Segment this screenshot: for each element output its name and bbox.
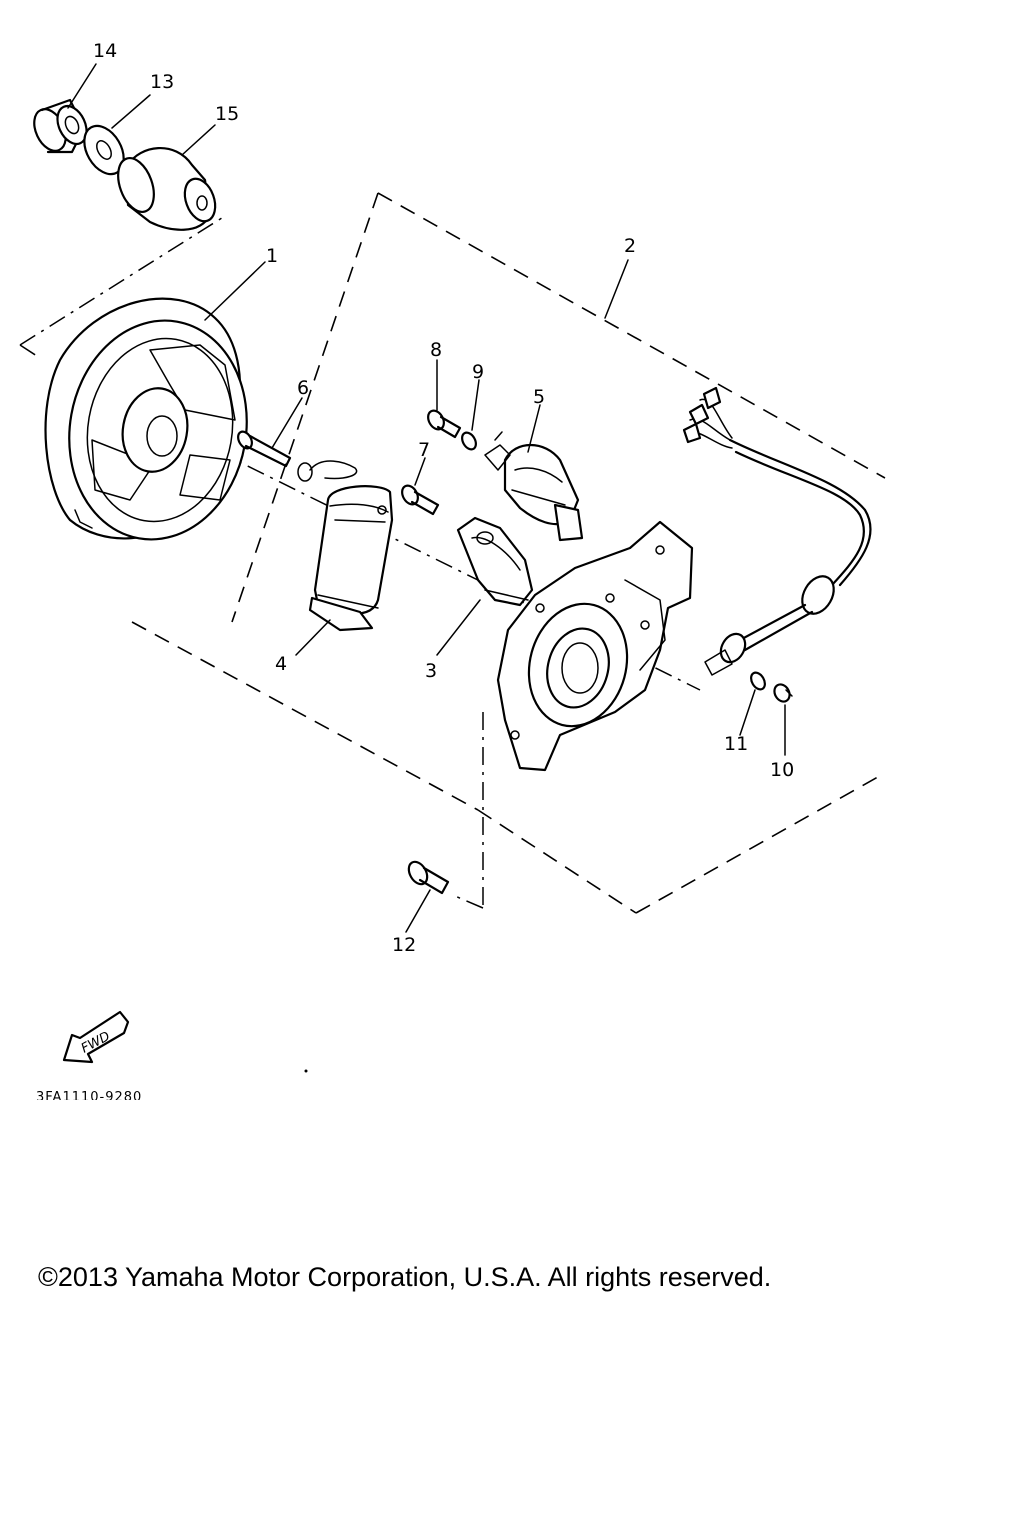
callout-8: 8 xyxy=(430,339,442,361)
washer-11-part[interactable] xyxy=(748,670,767,692)
nut-part[interactable] xyxy=(28,98,92,156)
callout-15: 15 xyxy=(215,103,239,125)
screw-8-part[interactable] xyxy=(425,408,462,439)
callout-1: 1 xyxy=(266,245,278,267)
copyright-notice: ©2013 Yamaha Motor Corporation, U.S.A. A… xyxy=(38,1262,772,1292)
callout-2: 2 xyxy=(624,235,636,257)
rotor-part[interactable] xyxy=(44,297,264,554)
screw-10-part[interactable] xyxy=(771,682,793,705)
leader-lines xyxy=(67,63,786,933)
callout-7: 7 xyxy=(418,439,430,461)
collar-part[interactable] xyxy=(111,147,220,231)
callout-12: 12 xyxy=(392,934,416,956)
callout-13: 13 xyxy=(150,71,174,93)
callout-labels: 14 13 15 1 2 8 9 6 5 7 4 3 11 10 12 xyxy=(93,40,794,956)
drawing-code: 3FA1110-9280 xyxy=(36,1090,142,1100)
washer-9-part[interactable] xyxy=(459,430,478,452)
callout-6: 6 xyxy=(297,377,309,399)
charge-coil-part[interactable] xyxy=(456,516,534,607)
fwd-arrow-icon: FWD xyxy=(62,1010,130,1064)
washer-part[interactable] xyxy=(76,119,131,181)
source-coil-part[interactable] xyxy=(297,460,394,632)
callout-11: 11 xyxy=(724,733,748,755)
callout-10: 10 xyxy=(770,759,794,781)
callout-4: 4 xyxy=(275,653,287,675)
parts-diagram: 14 13 15 1 2 8 9 6 5 7 4 3 11 10 12 FWD … xyxy=(19,40,886,1100)
assembly-boundary xyxy=(131,192,886,914)
screw-7-part[interactable] xyxy=(399,483,440,516)
wire-harness[interactable] xyxy=(682,386,872,676)
screw-12-part[interactable] xyxy=(405,859,450,895)
callout-5: 5 xyxy=(533,386,545,408)
callout-9: 9 xyxy=(472,361,484,383)
center-axis xyxy=(19,215,701,909)
stray-dot xyxy=(304,1069,308,1073)
long-screw-part[interactable] xyxy=(235,429,292,468)
pickup-coil-part[interactable] xyxy=(484,431,584,542)
stator-plate[interactable] xyxy=(496,520,694,772)
callout-14: 14 xyxy=(93,40,117,62)
callout-3: 3 xyxy=(425,660,437,682)
